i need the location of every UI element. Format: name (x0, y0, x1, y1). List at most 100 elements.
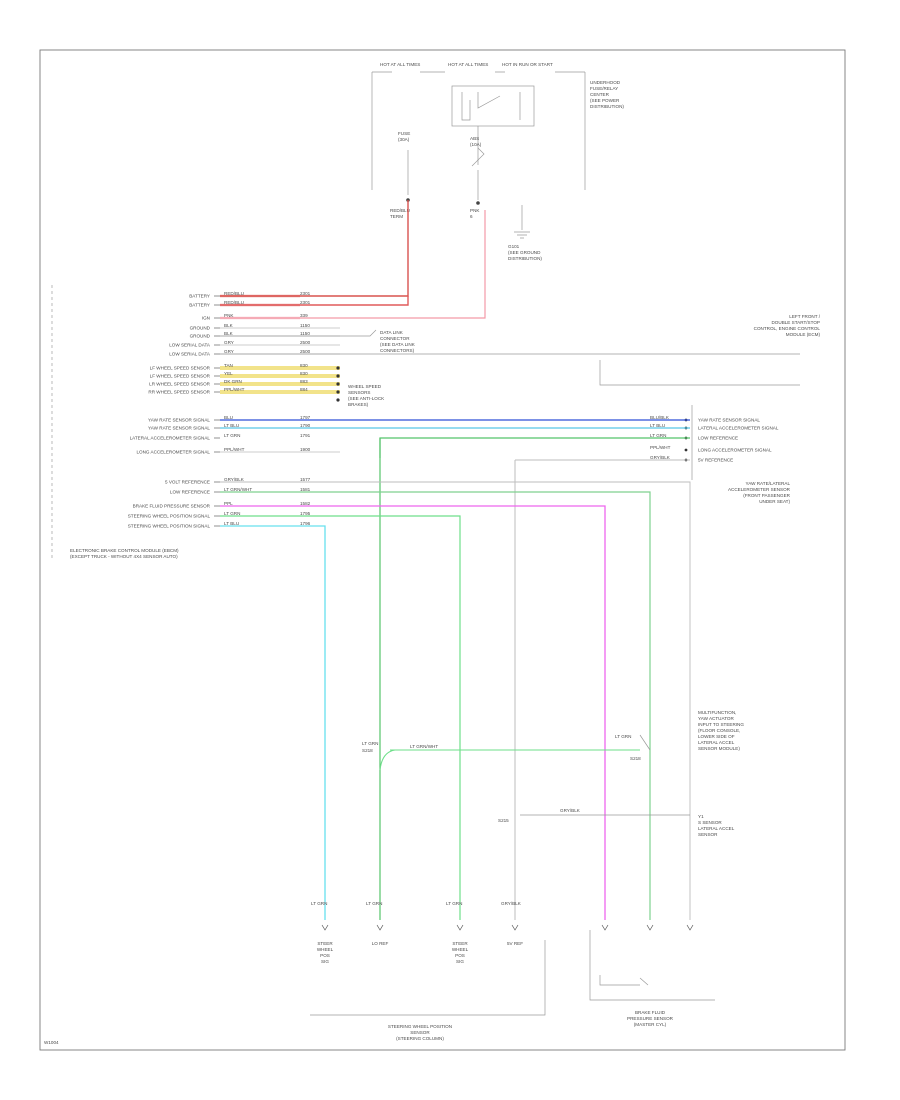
splice-leads (520, 734, 690, 816)
pin-name-13: LATERAL ACCELEROMETER SIGNAL (130, 436, 211, 441)
pin-name-17: BRAKE FLUID PRESSURE SENSOR (133, 504, 211, 509)
brake-sensor-line-1: PRESSURE SENSOR (627, 1016, 674, 1021)
pin-name-4: GROUND (190, 334, 211, 339)
multifunction-line-5: LATERAL ACCEL (698, 740, 735, 745)
pin-code-19: 1796 (300, 521, 311, 526)
bottom-pin-wire-2: LT GRN (446, 901, 462, 906)
multifunction-line-0: MULTIFUNCTION, (698, 710, 736, 715)
splice-mid-line-1: 6 (470, 214, 473, 219)
bottom-pin-arrow-1 (376, 924, 384, 931)
yaw-pin-wire-1: LT BLU (650, 423, 665, 428)
wss-dot-0 (336, 366, 340, 370)
yaw-pin-name-3: LONG ACCELEROMETER SIGNAL (698, 448, 772, 453)
dlc-line-3: CONNECTORS) (380, 348, 415, 353)
serial-data-lines (220, 353, 800, 386)
pin-code-6: 2500 (300, 349, 311, 354)
bottom-pin-label-3-0: 5V REF (507, 941, 523, 946)
pin-name-9: LR WHEEL SPEED SENSOR (149, 382, 211, 387)
fuse-label-1: HOT AT ALL TIMES (380, 62, 420, 67)
power-box-edges (371, 72, 586, 190)
multifunction-line-6: SENSOR MODULE) (698, 746, 740, 751)
pin-wire-label-1: RED/BLU (224, 300, 244, 305)
pin-wire-label-10: PPL/WHT (224, 387, 245, 392)
steering-sensor-line-0: STEERING WHEEL POSITION (388, 1024, 452, 1029)
relay-box (451, 85, 535, 127)
pin-wire-label-15: GRY/BLK (224, 477, 245, 482)
pin-code-1: 2301 (300, 300, 311, 305)
bottom-pin-label-0-3: SIG (321, 959, 329, 964)
pin-wire-label-17: PPL (224, 501, 233, 506)
pin-code-16: 1581 (300, 487, 311, 492)
pin-code-18: 1795 (300, 511, 311, 516)
yaw-pin-name-4: 5V REFERENCE (698, 458, 733, 463)
five-volt-wire (220, 481, 691, 920)
battery-feed-wire-2 (220, 296, 409, 306)
pin-code-12: 1790 (300, 423, 311, 428)
figure-code: W1004 (44, 1040, 59, 1045)
bottom-pin-wire-3: GRY/BLK (501, 901, 522, 906)
splice-label-3: GRY/BLK (560, 808, 581, 813)
bottom-pin-label-0-2: POS (320, 953, 330, 958)
pin-name-14: LONG ACCELEROMETER SIGNAL (136, 450, 210, 455)
low-ref-wire (220, 491, 651, 920)
multifunction-line-2: INPUT TO STEERING (698, 722, 744, 727)
fuse-terminal-mid (476, 201, 480, 205)
yaw-pin-name-1: LATERAL ACCELEROMETER SIGNAL (698, 426, 779, 431)
pin-code-2: 339 (300, 313, 308, 318)
ecm-line-3: MODULE (ECM) (786, 332, 821, 337)
bottom-pin-wire-1: LT GRN (366, 901, 382, 906)
yaw-pin-dot-3 (684, 448, 688, 452)
pin-code-14: 1900 (300, 447, 311, 452)
ebcm-module-label: ELECTRONIC BRAKE CONTROL MODULE (EBCM)(E… (70, 548, 179, 559)
ign-feed-wire (220, 210, 486, 319)
brake-pressure-wire (220, 505, 606, 920)
dlc-line-1: CONNECTOR (380, 336, 410, 341)
steering-sensor-bracket (310, 940, 546, 1016)
pin-name-19: STEERING WHEEL POSITION SIGNAL (128, 524, 211, 529)
brake-sensor-line-0: BRAKE FLUID (635, 1010, 666, 1015)
underhood-label-line-0: UNDERHOOD (590, 80, 621, 85)
bottom-pin-wire-0: LT GRN (311, 901, 327, 906)
long-accel-wire (514, 459, 690, 920)
steering-sensor-line-1: SENSOR (410, 1030, 430, 1035)
ground-symbol (514, 205, 530, 239)
wss-line-0: WHEEL SPEED (348, 384, 382, 389)
pin-wire-label-8: YEL (224, 371, 233, 376)
yaw-module-line-1: ACCELEROMETER SENSOR (728, 487, 791, 492)
wss-line-2: (SEE ANTI-LOCK (348, 396, 385, 401)
pin-wire-label-14: PPL/WHT (224, 447, 245, 452)
yaw-module-line-3: UNDER SEAT) (759, 499, 790, 504)
ebcm-label-line-0: ELECTRONIC BRAKE CONTROL MODULE (EBCM) (70, 548, 179, 553)
wss-line-1: SENSORS (348, 390, 370, 395)
pin-name-7: LF WHEEL SPEED SENSOR (150, 366, 211, 371)
brake-sensor-bracket (589, 930, 715, 1001)
pin-name-0: BATTERY (189, 294, 210, 299)
ground-line-1: (SEE GROUND (508, 250, 541, 255)
multifunction-line-1: YAW ACTUATOR (698, 716, 734, 721)
ecm-line-2: CONTROL, ENGINE CONTROL (754, 326, 821, 331)
pin-code-15: 1577 (300, 477, 311, 482)
fuse-leads (407, 126, 479, 200)
wss-dot-3 (336, 390, 340, 394)
pin-name-11: YAW RATE SENSOR SIGNAL (148, 418, 210, 423)
yaw-pin-name-0: YAW RATE SENSOR SIGNAL (698, 418, 760, 423)
bottom-pin-label-2-2: POS (455, 953, 465, 958)
pin-wire-label-11: BLU (224, 415, 233, 420)
multifunction-line-3: (FLOOR CONSOLE, (698, 728, 740, 733)
pin-code-0: 2301 (300, 291, 311, 296)
yaw-module-line-2: (FRONT PASSENGER (743, 493, 790, 498)
pin-wire-label-6: GRY (224, 349, 234, 354)
steering-pos-wire-2 (220, 525, 326, 920)
yaw-pin-name-2: LOW REFERENCE (698, 436, 738, 441)
pin-code-13: 1791 (300, 433, 311, 438)
brake-pin-arrow-0 (601, 924, 609, 931)
yaw-module-line-0: YAW RATE/LATERAL (746, 481, 791, 486)
pin-code-4: 1150 (300, 331, 310, 336)
